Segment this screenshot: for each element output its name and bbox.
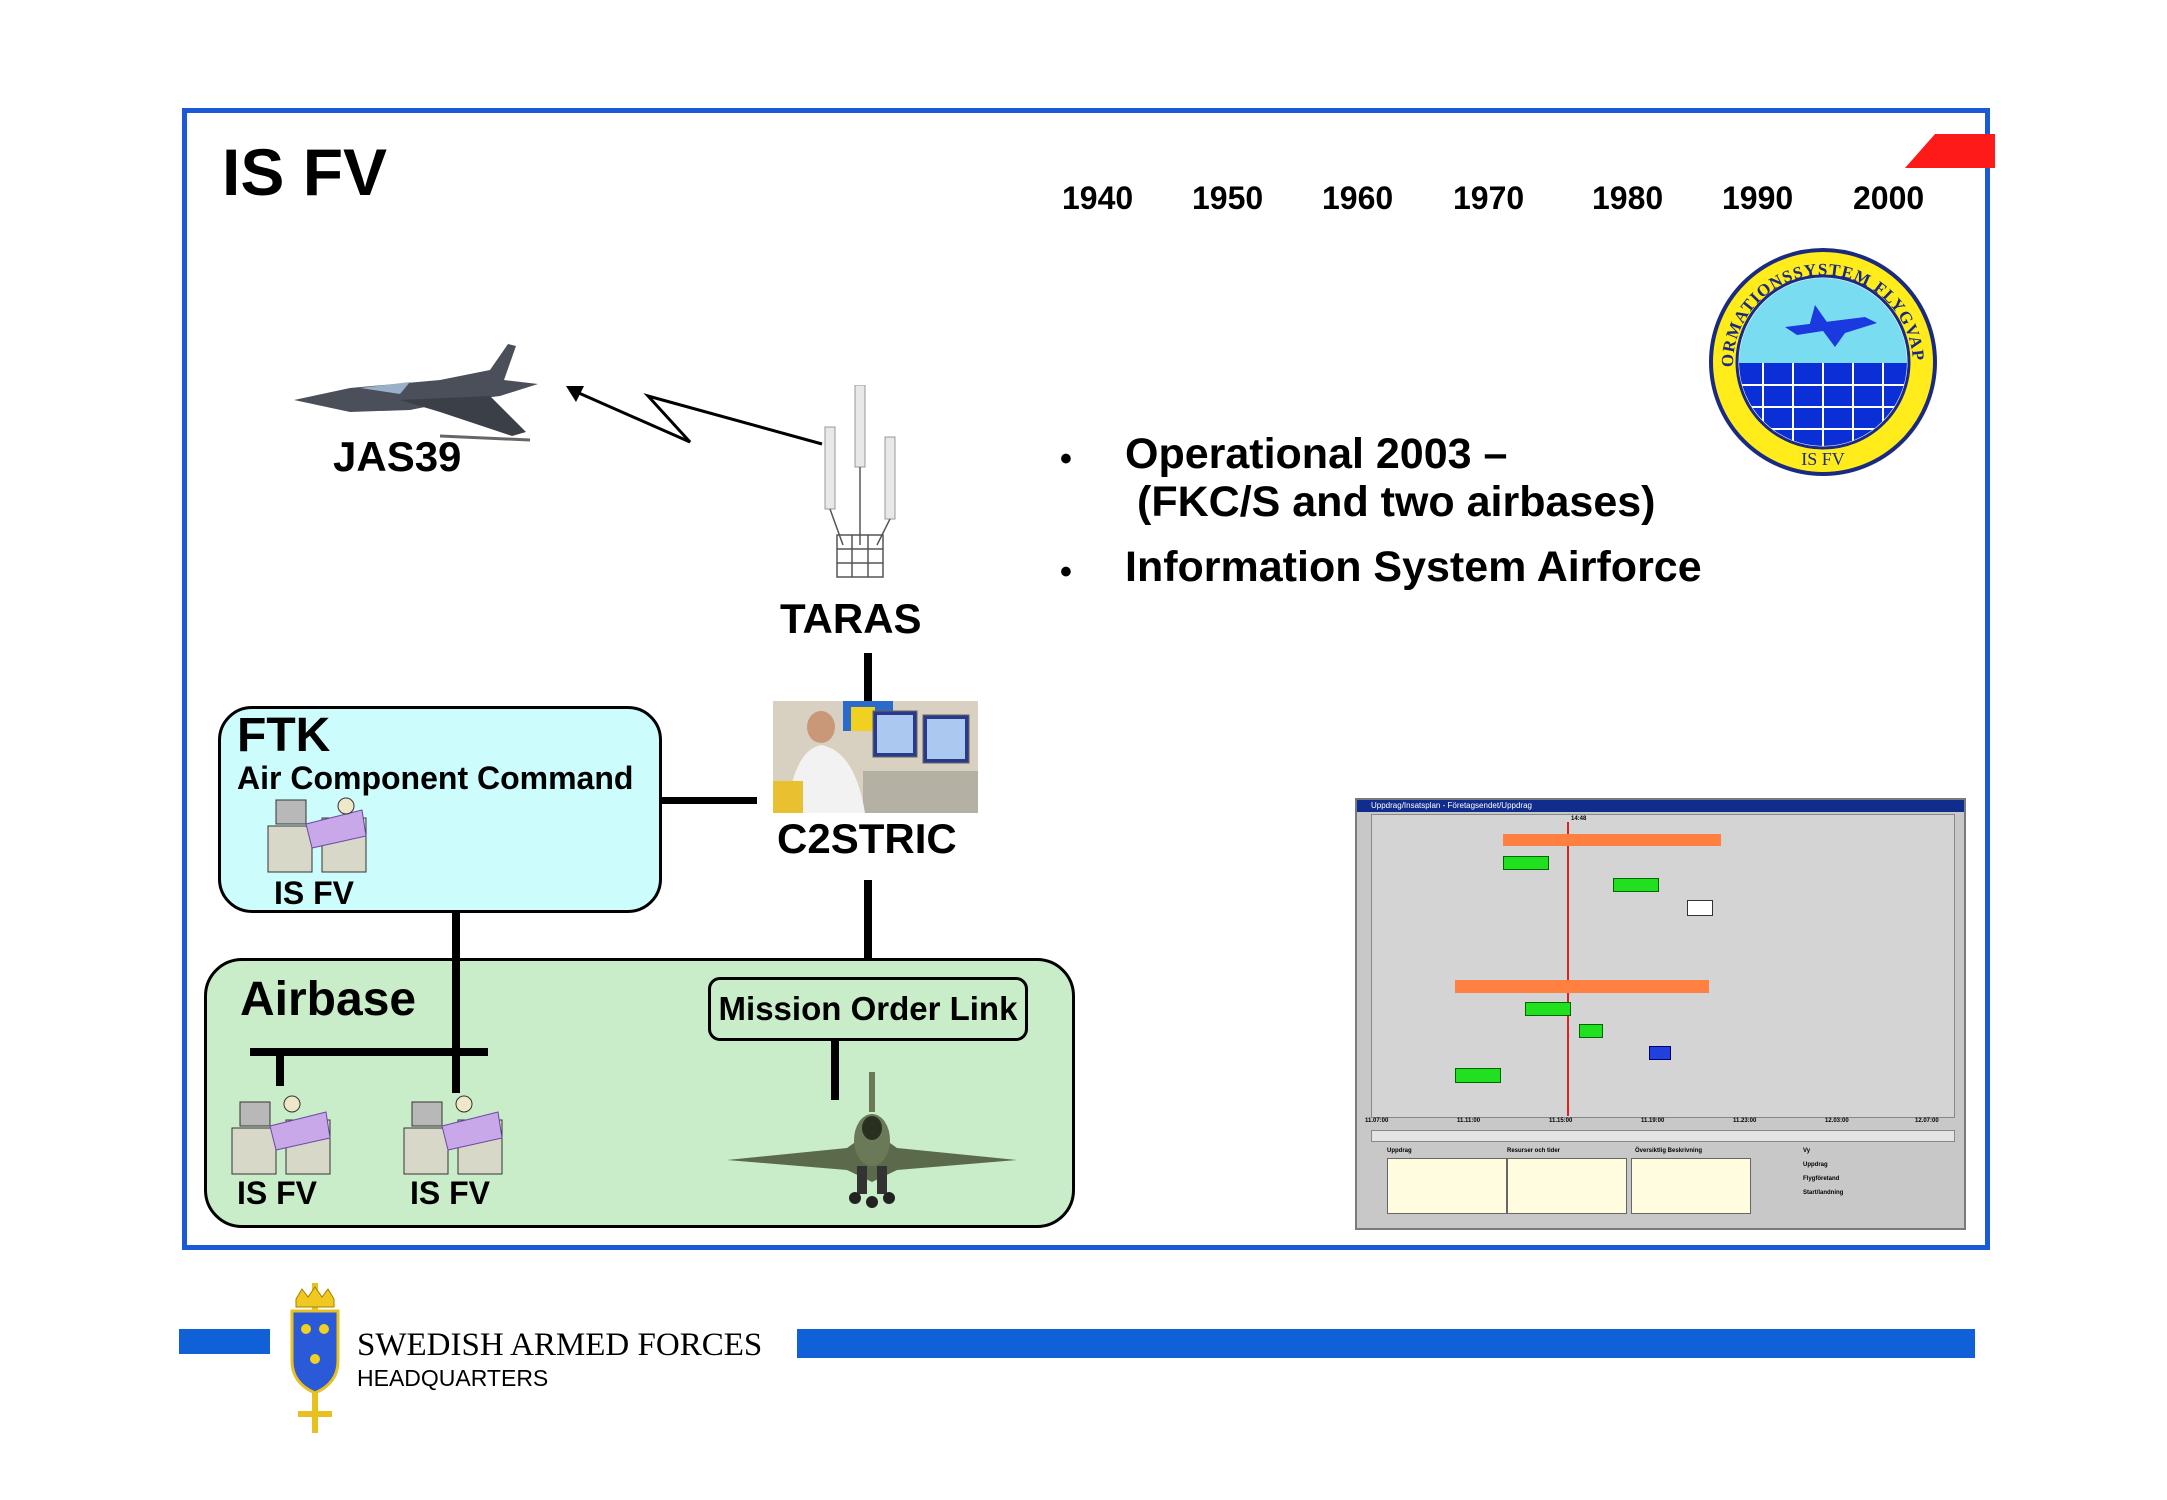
timeline-year: 1980 <box>1592 180 1664 216</box>
bullet-marker: • <box>1060 440 1072 478</box>
footer-bar-right <box>797 1329 1975 1358</box>
view-option-radio[interactable]: Uppdrag <box>1803 1162 1828 1168</box>
c2stric-label: C2STRIC <box>777 815 957 862</box>
gantt-bar <box>1579 1024 1603 1038</box>
bullet-1-line2: (FKC/S and two airbases) <box>1137 478 1656 526</box>
emblem-bottom-text: IS FV <box>1801 449 1845 469</box>
view-option-radio[interactable]: Start/landning <box>1803 1190 1844 1196</box>
timeline-year: 1940 <box>1062 180 1134 216</box>
bullet-marker: • <box>1060 553 1072 591</box>
ftk-isfv-label: IS FV <box>274 875 355 911</box>
footer-org-sub: HEADQUARTERS <box>357 1365 549 1391</box>
ftk-title: FTK <box>237 709 331 762</box>
mission-planning-screenshot: Uppdrag/Insatsplan - Företagsendet/Uppdr… <box>1355 798 1966 1230</box>
timeline-year: 1960 <box>1322 180 1394 216</box>
gantt-bar <box>1503 834 1721 846</box>
gantt-chart-area <box>1371 814 1955 1118</box>
inset-window-title: Uppdrag/Insatsplan - Företagsendet/Uppdr… <box>1357 800 1964 812</box>
time-tick: 12.03:00 <box>1825 1118 1849 1124</box>
gantt-bar <box>1455 1068 1501 1083</box>
time-tick: 12.07:00 <box>1915 1118 1939 1124</box>
bullet-2-line1: Information System Airforce <box>1125 543 1702 591</box>
time-tick: 11.11:00 <box>1457 1118 1481 1124</box>
resurser-panel <box>1507 1158 1627 1214</box>
mission-order-link-box: Mission Order Link <box>708 977 1028 1041</box>
gantt-bar <box>1525 1002 1571 1016</box>
airbase-isfv-label-1: IS FV <box>237 1175 318 1211</box>
taras-c2stric-connector <box>864 653 872 701</box>
time-marker-line <box>1567 822 1569 1116</box>
taras-antenna-icon <box>824 385 896 578</box>
workstation-icon <box>231 1095 331 1175</box>
airbase-bus-line <box>250 1048 488 1056</box>
gantt-bar <box>1613 878 1659 892</box>
time-marker-label: 14:48 <box>1571 816 1587 822</box>
slide-title: IS FV <box>222 135 388 209</box>
gantt-bar <box>1455 980 1709 993</box>
footer-bar-left <box>179 1329 270 1354</box>
panel-header: Uppdrag <box>1387 1148 1412 1154</box>
ftk-airbase-connector <box>452 913 460 1093</box>
uppdrag-panel <box>1387 1158 1507 1214</box>
workstation-icon <box>403 1095 503 1175</box>
time-tick: 11.07:00 <box>1365 1118 1389 1124</box>
taras-label: TARAS <box>780 595 922 642</box>
c2stric-mol-connector <box>864 880 872 975</box>
jas39-label: JAS39 <box>333 433 462 480</box>
time-tick: 11.19:00 <box>1641 1118 1665 1124</box>
gantt-bar <box>1649 1046 1671 1060</box>
ftk-c2stric-connector <box>659 797 757 804</box>
view-option-radio[interactable]: Flygföretand <box>1803 1176 1840 1182</box>
airbase-title: Airbase <box>240 973 417 1026</box>
mol-aircraft-connector <box>831 1040 839 1100</box>
airbase-isfv-label-2: IS FV <box>410 1175 491 1211</box>
panel-header: Vy <box>1803 1148 1811 1154</box>
slide-frame <box>182 108 1990 1250</box>
panel-header: Resurser och tider <box>1507 1148 1561 1154</box>
time-tick: 11.23:00 <box>1733 1118 1757 1124</box>
jas39-aircraft-icon <box>294 344 538 442</box>
corner-flag-icon <box>1905 134 1995 168</box>
timeline-year: 1970 <box>1453 180 1525 216</box>
panel-header: Översiktlig Beskrivning <box>1635 1148 1703 1154</box>
workstation-icon <box>267 797 367 873</box>
timeline-year: 1990 <box>1722 180 1794 216</box>
timeline-year: 2000 <box>1853 180 1925 216</box>
gantt-bar <box>1503 856 1549 870</box>
swedish-armed-forces-crest-icon <box>290 1283 340 1433</box>
beskrivning-panel <box>1631 1158 1751 1214</box>
timeline-year: 1950 <box>1192 180 1264 216</box>
isfv-emblem-icon: INFORMATIONSSYSTEM FLYGVAPNET IS FV <box>1705 247 1937 476</box>
inset-scrollbar[interactable] <box>1371 1130 1955 1142</box>
gantt-bar <box>1687 900 1713 916</box>
footer-org-name: SWEDISH ARMED FORCES <box>357 1327 763 1363</box>
c2stric-operator-photo <box>773 701 978 813</box>
jas39-front-aircraft-icon <box>727 1072 1017 1208</box>
radio-link-icon <box>566 386 823 446</box>
workstation-drop-1 <box>276 1052 284 1086</box>
time-tick: 11.15:00 <box>1549 1118 1573 1124</box>
ftk-subtitle: Air Component Command <box>237 760 634 796</box>
bullet-1-line1: Operational 2003 – <box>1125 430 1508 478</box>
